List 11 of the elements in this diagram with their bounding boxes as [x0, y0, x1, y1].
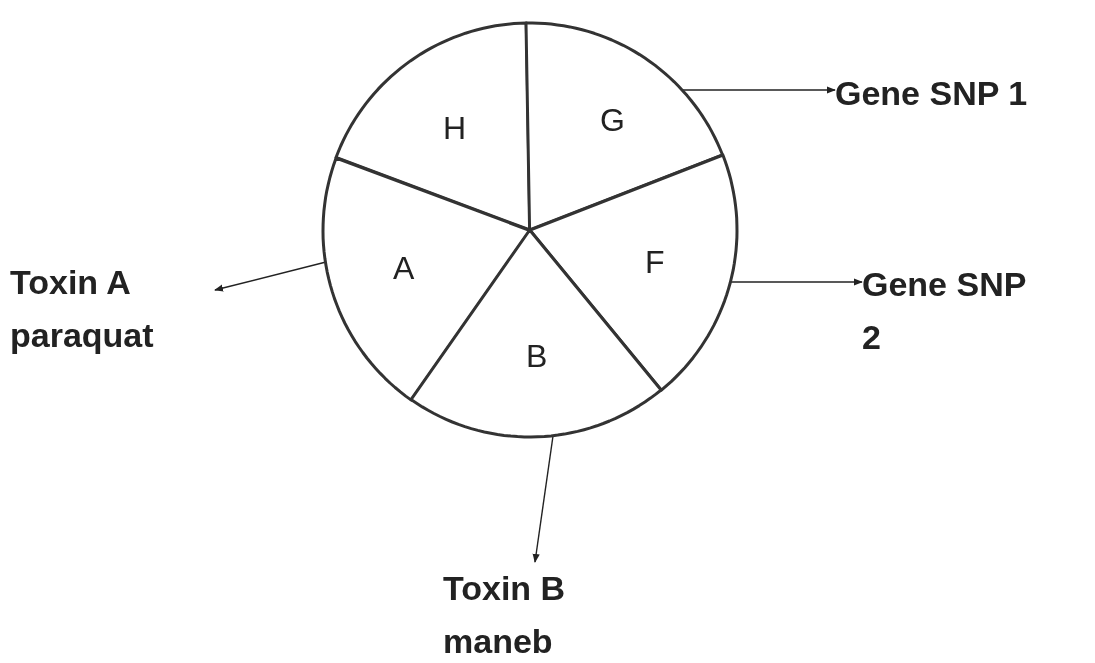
- arrow: [214, 261, 327, 292]
- sector-label: H: [443, 112, 467, 144]
- sector-label: B: [526, 340, 548, 372]
- sector-label: G: [600, 104, 625, 136]
- factor-label: Gene SNP 1: [835, 73, 1029, 114]
- factor-label: Toxin A paraquat: [10, 262, 155, 356]
- sector-label: A: [393, 252, 415, 284]
- sector-label: F: [645, 246, 665, 278]
- arrow: [532, 435, 554, 563]
- factor-label: Toxin B maneb: [443, 568, 567, 662]
- factor-label: Gene SNP 2: [862, 264, 1027, 358]
